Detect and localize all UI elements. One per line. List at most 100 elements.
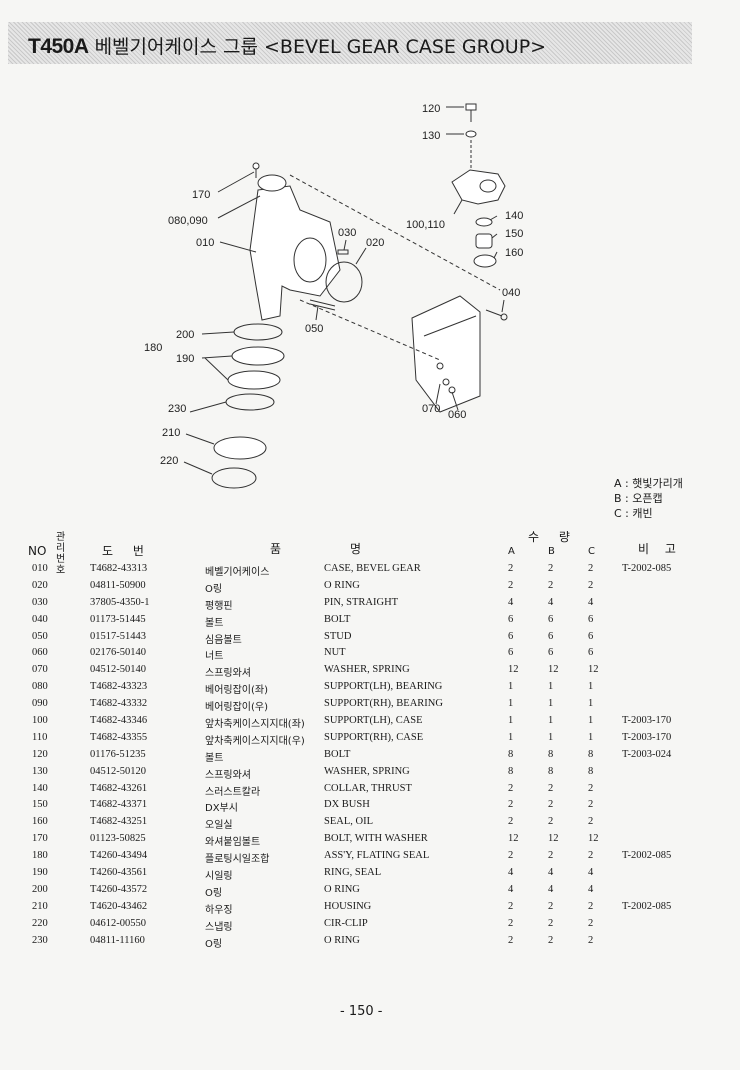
row-name-kr: O링	[205, 938, 223, 950]
axle-housing-shape	[411, 295, 481, 413]
label-020: 020	[366, 237, 384, 249]
row-name-en: O RING	[324, 934, 360, 946]
row-name-kr: 볼트	[205, 617, 224, 629]
row-part-code: T4260-43494	[90, 850, 148, 862]
row-no: 110	[32, 731, 48, 743]
row-part-code: T4682-43332	[90, 698, 148, 710]
label-230: 230	[168, 403, 186, 415]
row-qty-c: 2	[588, 934, 594, 946]
row-qty-a: 4	[508, 883, 514, 895]
row-qty-c: 4	[588, 883, 594, 895]
model-number: T450A	[28, 35, 89, 58]
label-040: 040	[502, 287, 520, 299]
row-name-en: WASHER, SPRING	[324, 664, 410, 676]
row-part-code: 04811-50900	[90, 579, 146, 591]
row-part-code: T4682-43313	[90, 563, 148, 574]
label-180: 180	[144, 342, 162, 354]
row-qty-a: 2	[508, 799, 514, 811]
model-legend: A : 햇빛가리개 B : 오픈캡 C : 캐빈	[614, 476, 683, 521]
row-qty-b: 1	[548, 681, 554, 693]
row-remark: T-2002-085	[622, 563, 672, 574]
row-name-en: SUPPORT(LH), BEARING	[324, 681, 443, 693]
page-header: T450A 베벨기어케이스 그룹 <BEVEL GEAR CASE GROUP>	[8, 22, 692, 64]
row-qty-a: 2	[508, 563, 514, 574]
collar-140-shape	[475, 217, 493, 227]
row-name-kr: 스프링와셔	[205, 769, 251, 781]
header-mgmt: 관리 번호	[56, 532, 66, 576]
row-qty-a: 12	[508, 664, 519, 676]
row-qty-a: 2	[508, 934, 514, 946]
label-210: 210	[162, 427, 180, 439]
row-qty-c: 2	[588, 579, 594, 591]
row-qty-c: 6	[588, 613, 594, 625]
row-name-kr: O링	[205, 887, 223, 899]
row-name-kr: 시일링	[205, 871, 233, 883]
row-qty-c: 1	[588, 731, 594, 743]
row-part-code: 37805-4350-1	[90, 596, 150, 608]
row-qty-b: 6	[548, 613, 554, 625]
row-qty-a: 2	[508, 579, 514, 591]
row-qty-c: 2	[588, 816, 594, 828]
row-part-code: T4260-43561	[90, 867, 148, 879]
row-no: 090	[32, 698, 48, 710]
header-b: B	[548, 546, 555, 557]
row-name-kr: 앞차축케이스지지대(우)	[205, 735, 305, 747]
row-qty-c: 8	[588, 748, 594, 760]
o-ring-020-shape	[325, 261, 363, 303]
o-ring-230-shape	[225, 393, 275, 411]
row-part-code: 04811-11160	[90, 934, 145, 946]
row-remark: T-2003-170	[622, 715, 672, 727]
row-qty-c: 2	[588, 917, 594, 929]
row-qty-b: 12	[548, 833, 559, 845]
label-170: 170	[192, 189, 210, 201]
row-part-code: T4682-43261	[90, 782, 148, 794]
exploded-parts-diagram: 120 130 170 080,090 100,110 140 030 020 …	[144, 103, 523, 489]
row-name-kr: 평행핀	[205, 600, 233, 612]
row-no: 210	[32, 900, 48, 912]
row-part-code: T4682-43346	[90, 715, 148, 727]
row-no: 020	[32, 579, 48, 591]
row-qty-b: 6	[548, 647, 554, 659]
row-qty-b: 2	[548, 563, 554, 574]
header-no: NO	[28, 544, 47, 558]
label-070: 070	[422, 403, 440, 415]
row-qty-b: 4	[548, 867, 554, 879]
row-qty-a: 8	[508, 748, 514, 760]
row-remark: T-2003-170	[622, 731, 672, 743]
page-number: - 150 -	[340, 1004, 383, 1019]
row-no: 050	[32, 630, 48, 642]
row-qty-a: 4	[508, 596, 514, 608]
label-200: 200	[176, 329, 194, 341]
row-name-kr: 볼트	[205, 752, 224, 764]
row-name-en: RING, SEAL	[324, 867, 382, 879]
case-support-shape	[451, 169, 506, 205]
row-qty-b: 4	[548, 596, 554, 608]
label-060: 060	[448, 409, 466, 421]
row-no: 180	[32, 850, 48, 862]
row-qty-c: 8	[588, 765, 594, 777]
bush-150-shape	[475, 233, 493, 249]
row-qty-a: 8	[508, 765, 514, 777]
header-a: A	[508, 546, 515, 557]
header-remark: 비 고	[638, 542, 682, 556]
row-qty-a: 2	[508, 900, 514, 912]
label-080-090: 080,090	[168, 215, 208, 227]
row-name-en: STUD	[324, 630, 352, 642]
row-name-kr: 스냅링	[205, 921, 233, 933]
row-qty-c: 6	[588, 630, 594, 642]
title-korean: 베벨기어케이스 그룹	[94, 36, 258, 58]
label-160: 160	[505, 247, 523, 259]
